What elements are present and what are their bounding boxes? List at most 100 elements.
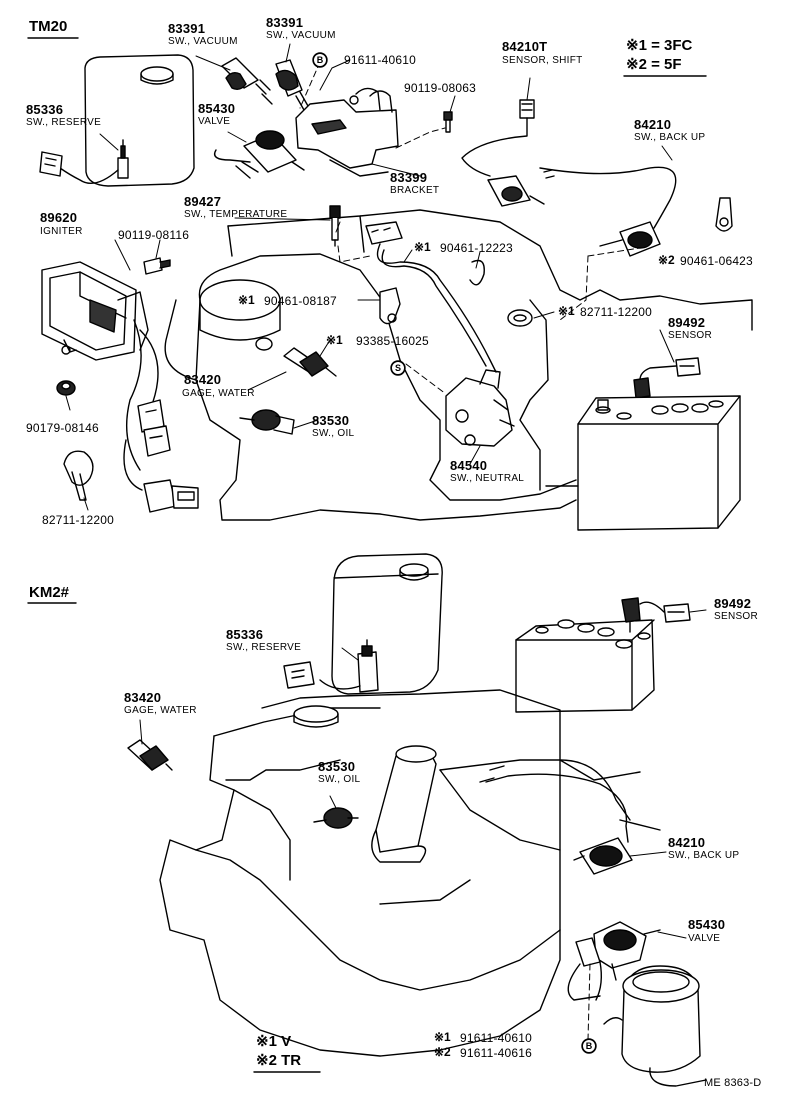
part-name-84210t: SENSOR, SHIFT — [502, 55, 583, 66]
mark-star1-91611-40610: ※1 — [434, 1030, 451, 1044]
part-number-83420-b: 83420 — [124, 690, 162, 705]
bracket — [296, 88, 398, 176]
water-gage-top — [284, 348, 336, 376]
part-name-83391-a: SW., VACUUM — [168, 36, 238, 47]
part-number-93385-16025: 93385-16025 — [356, 334, 429, 348]
back-up-switch-top — [540, 167, 676, 256]
mark-star2-90461-06423: ※2 — [658, 253, 675, 267]
reserve-switch-top — [40, 140, 128, 183]
part-name-85336-b: SW., RESERVE — [226, 642, 302, 653]
section-label-bottom: KM2# — [29, 584, 70, 601]
sensor-top — [634, 358, 700, 406]
vacuum-switch-2 — [276, 60, 308, 110]
part-number-85430-a: 85430 — [198, 101, 236, 116]
part-number-84210t: 84210T — [502, 39, 548, 54]
part-number-83391-a: 83391 — [168, 21, 206, 36]
mark-star1-93385: ※1 — [326, 333, 343, 347]
igniter — [42, 262, 160, 470]
mark-star1-90461-08187: ※1 — [238, 293, 255, 307]
part-name-84540: SW., NEUTRAL — [450, 473, 525, 484]
part-number-83530-b: 83530 — [318, 759, 356, 774]
part-number-91611-40610-a: 91611-40610 — [344, 53, 417, 67]
engine-block-top — [165, 210, 752, 520]
reservoir-tank-top — [85, 55, 194, 186]
vacuum-switch-1 — [222, 58, 272, 104]
part-name-83530-a: SW., OIL — [312, 428, 355, 439]
part-name-83530-b: SW., OIL — [318, 774, 361, 785]
valve-bottom — [568, 922, 660, 1000]
legend-bottom-1: ※1 V — [256, 1033, 292, 1050]
clamp-82711-left — [64, 451, 93, 500]
part-number-83391-b: 83391 — [266, 15, 304, 30]
part-name-85336-a: SW., RESERVE — [26, 117, 102, 128]
mark-star1-90461-12223: ※1 — [414, 240, 431, 254]
part-number-83399: 83399 — [390, 170, 428, 185]
part-number-89620: 89620 — [40, 210, 78, 225]
water-gage-bottom — [128, 740, 172, 770]
part-name-83420-b: GAGE, WATER — [124, 705, 197, 716]
mark-star2-91611-40616: ※2 — [434, 1045, 451, 1059]
part-number-84210-b: 84210 — [668, 835, 706, 850]
mark-b-top: B — [313, 53, 327, 67]
section-label-top: TM20 — [29, 18, 68, 35]
shift-sensor — [462, 100, 544, 206]
reservoir-tank-bottom — [332, 554, 442, 694]
leader-lines-top — [66, 44, 674, 510]
part-name-89620: IGNITER — [40, 226, 83, 237]
oil-switch-top — [240, 410, 294, 434]
battery-top — [546, 396, 740, 530]
bolt-90119-08063 — [444, 112, 452, 132]
underlines — [28, 38, 706, 1072]
harness-top — [366, 222, 496, 372]
temperature-switch — [330, 206, 340, 246]
part-name-84210-a: SW., BACK UP — [634, 132, 706, 143]
part-number-83530-a: 83530 — [312, 413, 350, 428]
part-number-91611-40610-b: 91611-40610 — [460, 1031, 533, 1045]
part-name-89492-a: SENSOR — [668, 330, 713, 341]
part-name-85430-b: VALVE — [688, 933, 721, 944]
clip-90461-08187 — [380, 288, 400, 324]
mark-s: S — [391, 361, 405, 375]
part-number-90461-12223: 90461-12223 — [440, 241, 513, 255]
part-number-90461-06423: 90461-06423 — [680, 254, 753, 268]
part-number-90461-08187: 90461-08187 — [264, 294, 337, 308]
part-name-83391-b: SW., VACUUM — [266, 30, 336, 41]
figure-code: ME 8363-D — [704, 1077, 762, 1089]
reserve-switch-bottom — [284, 640, 378, 692]
part-number-84540: 84540 — [450, 458, 488, 473]
battery-bottom — [516, 620, 654, 712]
part-number-82711-12200-b: 82711-12200 — [42, 513, 115, 527]
mark-b-bottom: B — [582, 1039, 596, 1053]
part-number-82711-12200-a: 82711-12200 — [580, 305, 653, 319]
washer-90461-06423 — [716, 198, 732, 231]
back-up-switch-bottom — [480, 766, 632, 874]
part-name-84210-b: SW., BACK UP — [668, 850, 740, 861]
part-number-83420-a: 83420 — [184, 372, 222, 387]
part-number-85336-a: 85336 — [26, 102, 64, 117]
part-name-89492-b: SENSOR — [714, 611, 759, 622]
canister-bottom — [604, 966, 706, 1086]
part-number-91611-40616: 91611-40616 — [460, 1046, 533, 1060]
igniter-connectors — [124, 400, 198, 512]
part-number-90119-08063: 90119-08063 — [404, 81, 477, 95]
mark-star1-82711-12200: ※1 — [558, 304, 575, 318]
sensor-bottom — [622, 598, 690, 632]
part-number-89427: 89427 — [184, 194, 222, 209]
engine-block-bottom — [160, 690, 660, 1056]
dashed-lines-top — [300, 62, 640, 394]
leader-lines-bottom — [140, 610, 706, 938]
part-name-89427: SW., TEMPERATURE — [184, 209, 288, 220]
bolt-90119-08116 — [144, 258, 170, 274]
part-number-84210-a: 84210 — [634, 117, 672, 132]
oil-filler-tube — [372, 746, 436, 862]
dashed-lines-bottom — [584, 964, 590, 1046]
part-name-83399: BRACKET — [390, 185, 440, 196]
oil-switch-bottom — [314, 808, 358, 828]
part-number-85430-b: 85430 — [688, 917, 726, 932]
valve-top — [215, 131, 304, 178]
circle-marks — [313, 53, 596, 1053]
part-number-85336-b: 85336 — [226, 627, 264, 642]
part-number-90179-08146: 90179-08146 — [26, 421, 99, 435]
legend-top-1: ※1 = 3FC — [626, 37, 693, 54]
